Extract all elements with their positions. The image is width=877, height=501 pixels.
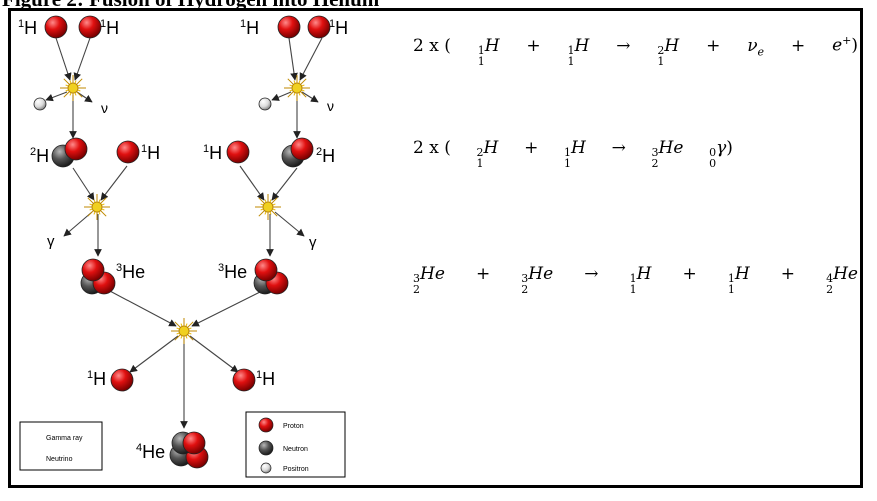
neutrino-arrow <box>76 91 93 103</box>
label-hydrogen-1: 1H <box>240 18 259 38</box>
legend-neutron-icon <box>258 440 274 456</box>
fusion-event-star <box>171 318 197 344</box>
neutrino-arrow <box>301 91 319 103</box>
reaction-arrow <box>55 37 72 81</box>
equation-operator: → <box>611 138 626 158</box>
reaction-arrow <box>191 289 265 327</box>
positron-arrow <box>45 91 68 102</box>
label-hydrogen-1: 1H <box>203 143 222 163</box>
reaction-arrow <box>73 37 91 81</box>
label-hydrogen-1: 1H <box>87 369 106 389</box>
label-gamma: γ <box>309 234 317 251</box>
equation-operator: + <box>526 35 541 56</box>
label-helium-3: 3He <box>116 262 145 282</box>
proton <box>116 140 140 164</box>
label-deuterium: 2H <box>30 146 49 166</box>
proton <box>254 258 278 282</box>
equation-operator: + <box>682 264 697 284</box>
fusion-event-star <box>60 75 86 101</box>
equation-operator: → <box>584 264 599 284</box>
label-deuterium: 2H <box>316 146 335 166</box>
fusion-event-star <box>255 194 281 220</box>
legend-symbols-box <box>19 421 103 471</box>
equation-operator: + <box>475 264 491 284</box>
equation-particle: e+) <box>832 34 858 56</box>
proton <box>44 15 68 39</box>
label-hydrogen-1: 1H <box>329 18 348 38</box>
equation-multiplier: 2 x ( <box>413 138 451 158</box>
fusion-event-star <box>284 75 310 101</box>
legend-positron-icon <box>260 462 272 474</box>
reaction-arrow <box>189 335 239 373</box>
positron <box>258 97 272 111</box>
label-hydrogen-1: 1H <box>256 369 275 389</box>
reaction-arrow <box>107 289 177 327</box>
legend-neutrino-text: Neutrino <box>46 456 73 463</box>
equation-operator: + <box>780 264 795 284</box>
reaction-arrow <box>72 167 95 201</box>
gamma-arrow <box>63 211 93 237</box>
fusion-event-star <box>84 194 110 220</box>
legend-proton-icon <box>258 417 274 433</box>
equation-operator: + <box>790 35 806 56</box>
figure-caption: Figure 2: Fusion of Hydrogen into Helium <box>2 0 702 10</box>
legend-neutron-text: Neutron <box>283 446 308 453</box>
proton <box>78 15 102 39</box>
label-neutrino: ν <box>327 98 334 114</box>
label-hydrogen-1: 1H <box>18 18 37 38</box>
equation-particle: νe <box>747 35 765 59</box>
equation-operator: + <box>706 35 721 56</box>
equation-operator: + <box>524 138 539 158</box>
reaction-arrow <box>239 165 265 201</box>
reaction-arrow <box>271 167 298 201</box>
legend-gamma-text: Gamma ray <box>46 435 83 442</box>
figure-frame <box>8 8 863 488</box>
proton <box>110 368 134 392</box>
label-hydrogen-1: 1H <box>100 18 119 38</box>
label-helium-4: 4He <box>136 442 165 462</box>
equation-multiplier: 2 x ( <box>413 35 451 56</box>
label-neutrino: ν <box>101 100 108 116</box>
proton <box>307 15 331 39</box>
proton <box>290 137 314 161</box>
proton <box>277 15 301 39</box>
legend-positron-text: Positron <box>283 466 309 473</box>
label-gamma: γ <box>47 233 55 250</box>
label-hydrogen-1: 1H <box>141 143 160 163</box>
positron-arrow <box>271 91 292 101</box>
proton <box>64 137 88 161</box>
reaction-arrow <box>299 37 323 81</box>
reaction-arrow <box>100 165 128 201</box>
proton <box>226 140 250 164</box>
gamma-arrow <box>274 211 305 237</box>
equation-operator: → <box>616 35 631 56</box>
reaction-arrow <box>129 335 179 373</box>
legend-proton-text: Proton <box>283 423 304 430</box>
proton <box>232 368 256 392</box>
proton <box>182 431 206 455</box>
reaction-arrow <box>288 37 298 81</box>
label-helium-3: 3He <box>218 262 247 282</box>
positron <box>33 97 47 111</box>
proton <box>81 258 105 282</box>
